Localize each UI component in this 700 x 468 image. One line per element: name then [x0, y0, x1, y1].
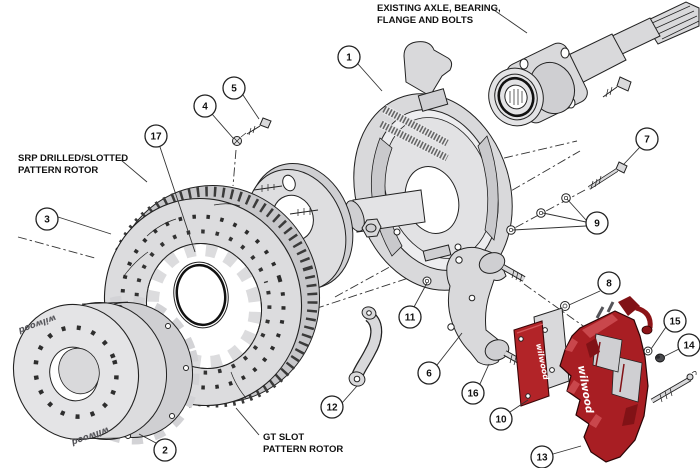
- svg-text:9: 9: [594, 219, 600, 230]
- svg-text:13: 13: [536, 453, 548, 464]
- caliper: wilwood: [559, 296, 697, 463]
- svg-text:10: 10: [495, 415, 507, 426]
- callout-1: 1: [337, 45, 361, 69]
- shoe-bolt: [246, 117, 272, 136]
- bracket-washer: [422, 276, 432, 286]
- callout-14: 14: [677, 333, 700, 357]
- label-srp-rotor-line2: PATTERN ROTOR: [18, 165, 98, 176]
- brake-pad-inner: wilwood: [513, 320, 551, 407]
- svg-text:14: 14: [683, 341, 695, 352]
- svg-text:5: 5: [231, 84, 237, 95]
- callout-7: 7: [635, 127, 659, 151]
- svg-text:11: 11: [405, 313, 416, 324]
- brake-shoe-right: [477, 135, 499, 241]
- caliper-washer: [560, 301, 570, 311]
- svg-text:2: 2: [162, 446, 168, 457]
- callout-10: 10: [489, 407, 513, 431]
- shoe-adjuster: [422, 244, 452, 262]
- svg-text:1: 1: [346, 53, 352, 64]
- label-gt-rotor-line2: PATTERN ROTOR: [263, 444, 343, 455]
- caliper-mount-pin: [650, 371, 697, 404]
- callout-15: 15: [663, 309, 687, 333]
- label-existing-axle-line2: FLANGE AND BOLTS: [377, 15, 473, 26]
- callout-13: 13: [530, 445, 554, 468]
- svg-text:3: 3: [44, 215, 50, 226]
- label-gt-rotor: GT SLOT PATTERN ROTOR: [263, 432, 343, 455]
- backing-plate-top-tab: [403, 41, 453, 97]
- drum-hat: wilwood wilwood: [12, 295, 200, 447]
- backing-plate-assembly: [345, 41, 513, 291]
- leader-lines: [57, 7, 682, 455]
- pin-nut: [655, 353, 665, 363]
- push-clip: [232, 132, 247, 146]
- label-existing-axle: EXISTING AXLE, BEARING, FLANGE AND BOLTS: [377, 3, 501, 26]
- axle-flange-bolt: [602, 76, 632, 98]
- label-srp-rotor-line1: SRP DRILLED/SLOTTED: [18, 153, 128, 164]
- bracket-stud-upper: [501, 264, 526, 283]
- return-springs: [378, 105, 450, 163]
- callout-4: 4: [193, 94, 217, 118]
- crossover-tube-fitting: [641, 325, 653, 335]
- svg-text:6: 6: [426, 369, 432, 380]
- callout-3: 3: [35, 207, 59, 231]
- callout-9: 9: [585, 211, 609, 235]
- callout-11: 11: [398, 305, 422, 329]
- axle-nut: [361, 218, 382, 238]
- callout-6: 6: [417, 361, 441, 385]
- cable-bracket: [348, 306, 383, 387]
- label-existing-axle-line1: EXISTING AXLE, BEARING,: [377, 3, 501, 14]
- spline-lines: [649, 5, 700, 40]
- callout-2: 2: [153, 438, 177, 462]
- bleed-screw: [595, 301, 615, 319]
- svg-text:8: 8: [606, 279, 612, 290]
- svg-text:17: 17: [150, 132, 162, 143]
- label-gt-rotor-line1: GT SLOT: [263, 432, 304, 443]
- svg-text:12: 12: [326, 403, 338, 414]
- pin-washer: [643, 346, 653, 356]
- axle-assembly: [488, 1, 700, 127]
- callout-17: 17: [144, 124, 168, 148]
- callout-8: 8: [597, 271, 621, 295]
- drill-holes-outer: [120, 214, 286, 390]
- svg-text:15: 15: [669, 317, 681, 328]
- rotor-register-ring: [175, 263, 227, 327]
- svg-text:7: 7: [644, 135, 650, 146]
- callout-16: 16: [461, 381, 485, 405]
- label-srp-rotor: SRP DRILLED/SLOTTED PATTERN ROTOR: [18, 153, 128, 176]
- svg-text:16: 16: [467, 389, 479, 400]
- callout-12: 12: [320, 395, 344, 419]
- callout-5: 5: [222, 76, 246, 100]
- caliper-bracket: [446, 246, 526, 368]
- hat-bolt-holes: [33, 325, 119, 419]
- svg-text:4: 4: [202, 102, 208, 113]
- mount-bolt: [587, 161, 628, 190]
- axle-bearing: [488, 67, 544, 127]
